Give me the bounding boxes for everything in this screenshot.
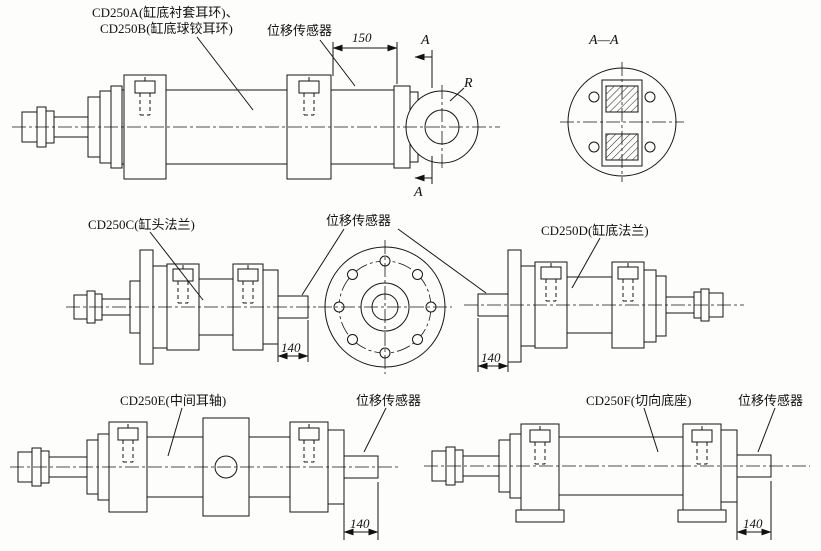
label-cd250f: CD250F(切向底座) bbox=[586, 393, 692, 408]
section-letter-top: A bbox=[421, 33, 430, 48]
dimension-text-140-d: 140 bbox=[481, 350, 501, 365]
view-cd250c-cylinder bbox=[66, 231, 318, 365]
dimension-text-140-f: 140 bbox=[743, 516, 763, 531]
label-cd250e: CD250E(中间耳轴) bbox=[120, 393, 227, 408]
label-cd250d: CD250D(缸底法兰) bbox=[541, 223, 649, 238]
section-letter-bottom: A bbox=[414, 185, 423, 200]
dimension-text-140-e: 140 bbox=[350, 516, 370, 531]
leader-cd250f bbox=[643, 407, 659, 453]
dimension-140-d bbox=[477, 318, 509, 372]
cap-flange-plate bbox=[507, 249, 522, 363]
dimension-140-c bbox=[277, 320, 309, 362]
view-flange-face bbox=[301, 228, 487, 374]
radius-label: R bbox=[464, 76, 473, 91]
label-sensor-e: 位移传感器 bbox=[356, 393, 422, 408]
view-section-aa bbox=[560, 62, 684, 182]
label-cd250a: CD250A(缸底衬套耳环)、 bbox=[92, 5, 239, 20]
section-cut-line bbox=[414, 50, 433, 184]
view-cd250d-cylinder bbox=[464, 237, 744, 372]
leader-sensor-f bbox=[757, 407, 776, 453]
label-sensor-f: 位移传感器 bbox=[738, 393, 804, 408]
dimension-text-140-c: 140 bbox=[281, 340, 301, 355]
leader-sensor-e bbox=[363, 407, 387, 453]
leader-cd250e bbox=[167, 407, 183, 457]
dimension-text-150: 150 bbox=[352, 30, 372, 45]
label-sensor-top: 位移传感器 bbox=[267, 23, 333, 38]
leader-cd250c bbox=[149, 231, 204, 301]
dimension-150 bbox=[332, 42, 398, 84]
leader-cd250d bbox=[571, 237, 601, 289]
view-cd250e-cylinder bbox=[10, 407, 398, 540]
foot-mount-left bbox=[515, 509, 565, 523]
leader-radius bbox=[449, 87, 465, 102]
leader-sensor-mid-left bbox=[301, 228, 345, 296]
view-cd250ab-cylinder bbox=[12, 36, 500, 184]
foot-mount-right bbox=[677, 509, 727, 523]
leader-sensor-top bbox=[319, 39, 356, 87]
label-sensor-mid: 位移传感器 bbox=[326, 213, 392, 228]
view-cd250f-cylinder bbox=[424, 407, 810, 540]
label-cd250c: CD250C(缸头法兰) bbox=[88, 217, 195, 232]
leader-cd250ab bbox=[196, 36, 254, 111]
dimension-140-f bbox=[736, 481, 772, 540]
label-cd250b: CD250B(缸底球铰耳环) bbox=[100, 21, 233, 36]
section-view-title: A—A bbox=[589, 33, 619, 48]
leader-sensor-mid-right bbox=[397, 228, 487, 294]
dimension-140-e bbox=[343, 482, 379, 540]
